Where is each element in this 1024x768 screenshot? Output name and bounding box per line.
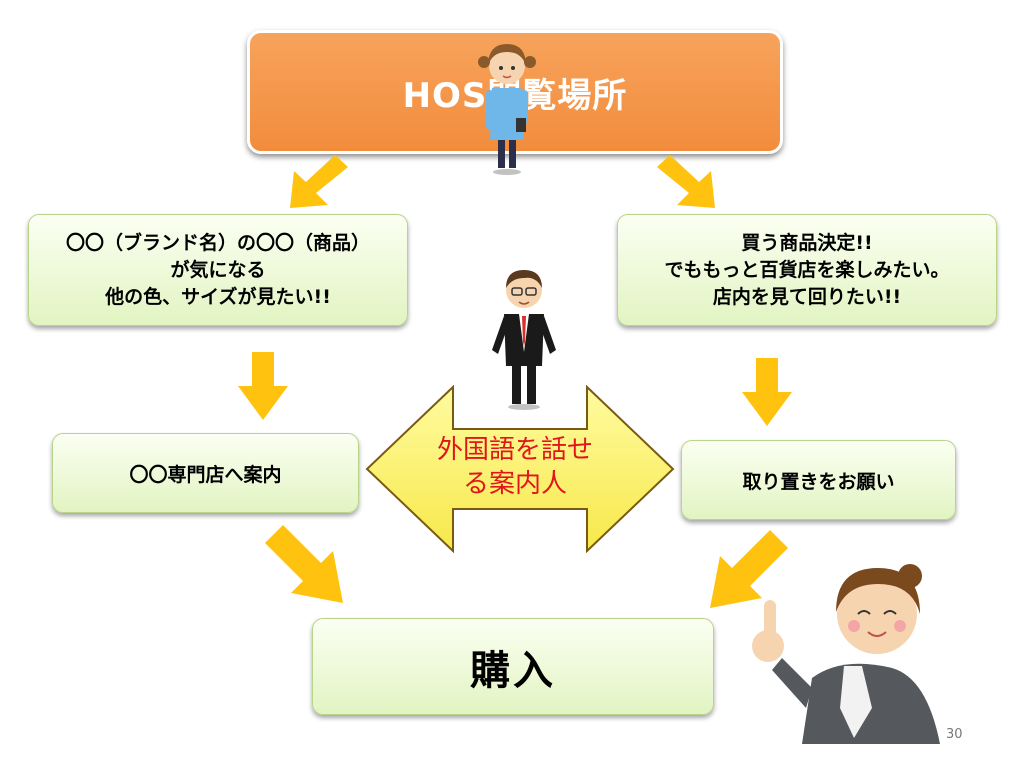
- hold-request-text: 取り置きをお願い: [742, 470, 895, 493]
- arrow-down-left-2: [238, 352, 288, 420]
- purchase-text: 購入: [470, 647, 556, 694]
- arrow-down-right-1: [657, 155, 715, 208]
- double-arrow: [365, 385, 675, 553]
- specialty-store-box: 〇〇専門店へ案内: [52, 433, 359, 513]
- specialty-store-text: 〇〇専門店へ案内: [129, 463, 282, 486]
- pointing-woman-figure: [752, 564, 940, 744]
- arrow-down-right-2: [742, 358, 792, 426]
- arrow-to-purchase-right: [710, 530, 788, 608]
- decided-box: 買う商品決定!! でももっと百貨店を楽しみたい。 店内を見て回りたい!!: [617, 214, 997, 326]
- hold-request-box: 取り置きをお願い: [681, 440, 956, 520]
- girl-figure: [478, 44, 536, 175]
- interest-box: 〇〇（ブランド名）の〇〇（商品） が気になる 他の色、サイズが見たい!!: [28, 214, 408, 326]
- guide-man-figure: [492, 270, 556, 410]
- interest-text: 〇〇（ブランド名）の〇〇（商品） が気になる 他の色、サイズが見たい!!: [65, 231, 370, 308]
- arrow-to-purchase-left: [265, 525, 343, 603]
- arrow-down-left-1: [290, 155, 348, 208]
- decided-text: 買う商品決定!! でももっと百貨店を楽しみたい。 店内を見て回りたい!!: [664, 231, 950, 308]
- page-number: 30: [946, 727, 963, 742]
- purchase-box: 購入: [312, 618, 714, 715]
- guide-label: 外国語を話せ る案内人: [436, 435, 593, 499]
